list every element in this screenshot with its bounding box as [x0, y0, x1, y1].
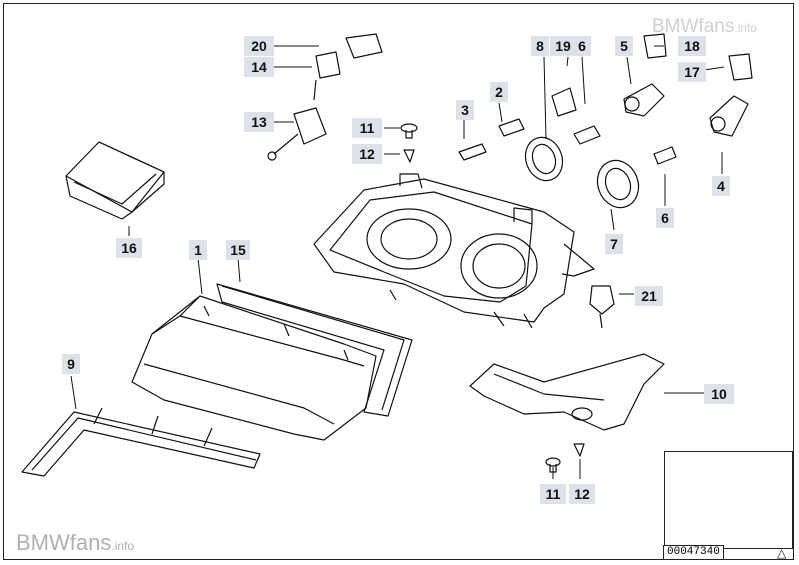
label-19: 19 — [550, 36, 576, 56]
part-4-socket — [709, 95, 749, 137]
part-15-seal — [216, 283, 413, 417]
leader-lines — [70, 45, 725, 479]
label-4: 4 — [712, 176, 730, 196]
label-17: 17 — [678, 62, 706, 82]
part-20-connector — [345, 33, 383, 59]
label-11-bottom: 11 — [540, 484, 566, 504]
label-2: 2 — [490, 82, 508, 102]
label-6-top: 6 — [573, 36, 591, 56]
vehicle-location-inset — [664, 451, 793, 549]
screws-top — [400, 123, 418, 163]
label-8: 8 — [531, 36, 549, 56]
watermark-bottom: BMWfans.info — [16, 530, 134, 556]
label-15: 15 — [226, 240, 250, 260]
part-16-shield — [65, 141, 165, 220]
part-10-bracket — [469, 353, 665, 431]
label-6-right: 6 — [656, 208, 674, 228]
watermark-top: BMWfans.info — [652, 16, 757, 38]
watermark-top-suffix: .info — [734, 21, 758, 35]
label-12-top: 12 — [352, 144, 382, 164]
part-1-lens — [131, 295, 377, 441]
bulbs — [458, 87, 677, 165]
part-13-igniter — [267, 107, 327, 161]
label-7: 7 — [605, 234, 623, 254]
label-9: 9 — [62, 354, 80, 374]
label-16: 16 — [116, 238, 142, 258]
label-14: 14 — [244, 57, 274, 77]
corner-triangle-icon: △ — [777, 546, 787, 560]
label-12-bottom: 12 — [569, 484, 595, 504]
label-3: 3 — [456, 100, 474, 120]
part-14-module — [313, 51, 341, 101]
label-10: 10 — [704, 384, 734, 404]
diagram-frame: 1 15 16 9 10 21 2 3 4 5 6 6 7 8 19 18 17… — [3, 3, 794, 560]
part-21-clip — [589, 285, 615, 329]
part-9-trim — [21, 407, 261, 477]
label-21: 21 — [635, 286, 663, 306]
part-8-cap — [524, 136, 564, 182]
part-17-connector — [728, 53, 753, 81]
watermark-bottom-suffix: .info — [111, 539, 135, 553]
label-5: 5 — [615, 36, 633, 56]
label-18: 18 — [678, 36, 706, 56]
screws-bottom — [545, 443, 585, 473]
watermark-bottom-brand: BMWfans — [16, 530, 112, 555]
part-18-connector — [643, 33, 667, 59]
headlight-housing — [313, 173, 595, 329]
part-7-cap — [596, 159, 640, 209]
parts-illustration — [21, 33, 782, 533]
part-5-socket — [623, 83, 665, 117]
label-1: 1 — [189, 240, 207, 260]
diagram-number: 00047340 — [663, 545, 724, 559]
label-11-top: 11 — [352, 118, 382, 138]
label-13: 13 — [244, 112, 274, 132]
label-20: 20 — [244, 36, 274, 56]
watermark-top-brand: BMWfans — [652, 16, 735, 37]
